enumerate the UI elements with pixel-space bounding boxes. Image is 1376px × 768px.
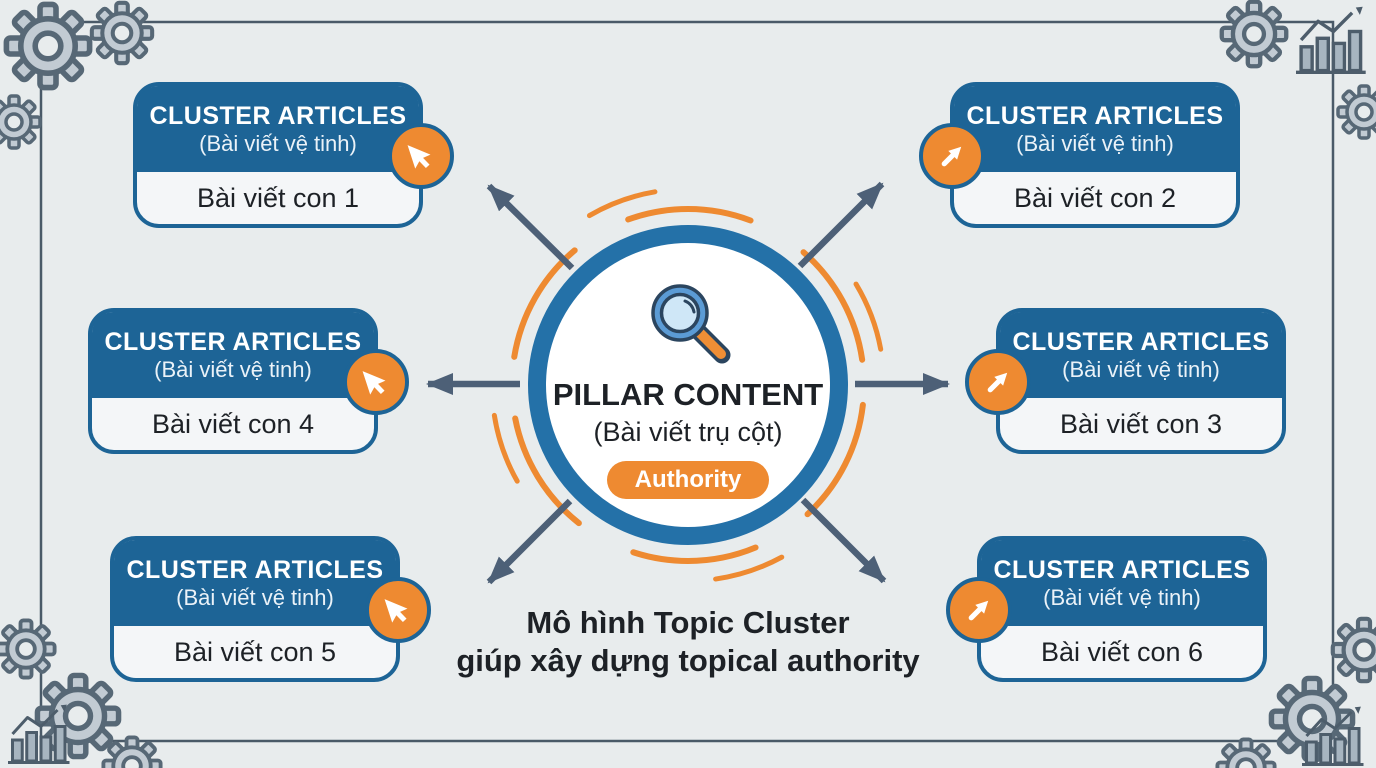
cluster-title: CLUSTER ARTICLES — [149, 101, 407, 130]
magnifier-icon — [651, 284, 731, 364]
cluster-subtitle: (Bài viết vệ tinh) — [1016, 130, 1174, 156]
cluster-article-label: Bài viết con 6 — [1040, 636, 1204, 667]
cluster-title: CLUSTER ARTICLES — [104, 327, 362, 356]
cluster-article-label: Bài viết con 3 — [1059, 408, 1223, 439]
authority-badge: Authority — [606, 461, 770, 499]
arrow-lines — [426, 181, 950, 585]
cursor-badge — [965, 349, 1031, 415]
cluster-subtitle: (Bài viết vệ tinh) — [199, 130, 357, 156]
cluster-subtitle: (Bài viết vệ tinh) — [1043, 584, 1201, 610]
cluster-header: CLUSTER ARTICLES (Bài viết vệ tinh) — [954, 86, 1236, 172]
arrow-to-cluster-6 — [800, 497, 887, 584]
cursor-badge — [343, 349, 409, 415]
caption: Mô hình Topic Cluster giúp xây dựng topi… — [388, 604, 988, 680]
cluster-header: CLUSTER ARTICLES (Bài viết vệ tinh) — [981, 540, 1263, 626]
cursor-badge — [946, 577, 1012, 643]
caption-line-1: Mô hình Topic Cluster — [526, 605, 850, 640]
pillar-content-node: PILLAR CONTENT (Bài viết trụ cột) Author… — [528, 225, 848, 545]
cursor-pointer-icon — [384, 599, 408, 623]
cluster-header: CLUSTER ARTICLES (Bài viết vệ tinh) — [92, 312, 374, 398]
cluster-header: CLUSTER ARTICLES (Bài viết vệ tinh) — [137, 86, 419, 172]
arrow-up-right-icon — [941, 146, 962, 167]
cluster-article-label: Bài viết con 2 — [1013, 182, 1177, 213]
orange-dashed-ring — [509, 206, 867, 564]
arrow-to-cluster-1 — [486, 183, 575, 271]
cursor-pointer-icon — [362, 371, 386, 395]
cluster-box-5: CLUSTER ARTICLES (Bài viết vệ tinh) Bài … — [110, 536, 431, 682]
cursor-badge — [365, 577, 431, 643]
cluster-box-1: CLUSTER ARTICLES (Bài viết vệ tinh) Bài … — [133, 82, 454, 228]
cluster-title: CLUSTER ARTICLES — [966, 101, 1224, 130]
cluster-header: CLUSTER ARTICLES (Bài viết vệ tinh) — [1000, 312, 1282, 398]
arrow-up-right-icon — [968, 600, 989, 621]
cluster-subtitle: (Bài viết vệ tinh) — [176, 584, 334, 610]
cluster-title: CLUSTER ARTICLES — [1012, 327, 1270, 356]
cluster-box-6: CLUSTER ARTICLES (Bài viết vệ tinh) Bài … — [946, 536, 1267, 682]
cursor-pointer-icon — [407, 145, 431, 169]
cluster-title: CLUSTER ARTICLES — [993, 555, 1251, 584]
cursor-badge — [388, 123, 454, 189]
cursor-badge — [919, 123, 985, 189]
cluster-title: CLUSTER ARTICLES — [126, 555, 384, 584]
cluster-box-2: CLUSTER ARTICLES (Bài viết vệ tinh) Bài … — [919, 82, 1240, 228]
caption-line-2: giúp xây dựng topical authority — [456, 643, 920, 678]
cluster-subtitle: (Bài viết vệ tinh) — [154, 356, 312, 382]
cluster-article-label: Bài viết con 1 — [196, 182, 360, 213]
frame-border — [39, 20, 1335, 743]
cluster-box-4: CLUSTER ARTICLES (Bài viết vệ tinh) Bài … — [88, 308, 409, 454]
arrow-to-cluster-2 — [797, 181, 885, 269]
arrow-up-right-icon — [987, 372, 1008, 393]
cluster-article-label: Bài viết con 4 — [151, 408, 315, 439]
arrow-to-cluster-5 — [486, 498, 573, 585]
pillar-title: PILLAR CONTENT — [552, 377, 824, 412]
cluster-article-label: Bài viết con 5 — [173, 636, 337, 667]
pillar-subtitle: (Bài viết trụ cột) — [593, 417, 783, 447]
cluster-subtitle: (Bài viết vệ tinh) — [1062, 356, 1220, 382]
cluster-header: CLUSTER ARTICLES (Bài viết vệ tinh) — [114, 540, 396, 626]
cluster-box-3: CLUSTER ARTICLES (Bài viết vệ tinh) Bài … — [965, 308, 1286, 454]
